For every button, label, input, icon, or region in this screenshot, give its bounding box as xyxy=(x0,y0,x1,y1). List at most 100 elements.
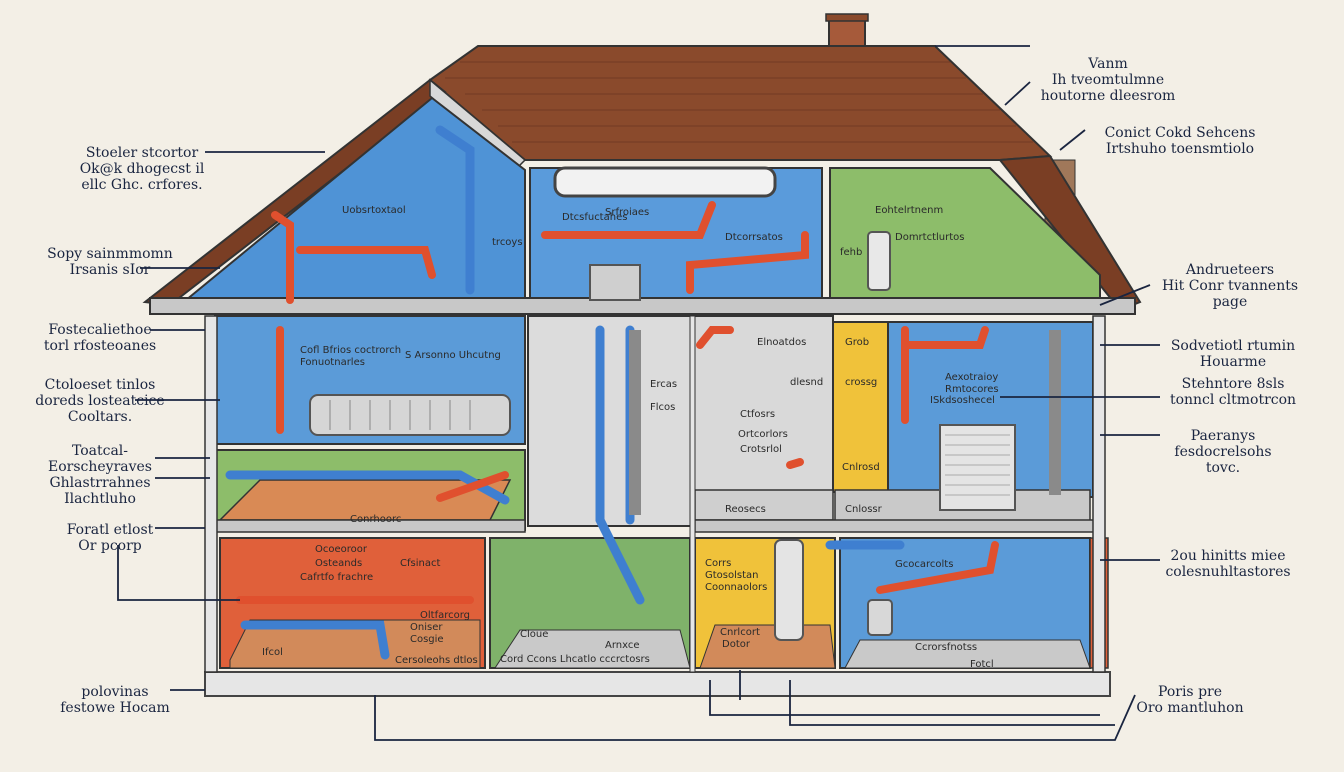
room-labels: Uobsrtoxtaol trcoys Dtcsfuctahes Srfroia… xyxy=(262,205,999,670)
callout-right-3: Andrueteers Hit Conr tvannents page xyxy=(1150,262,1310,310)
callout-left-2: Sopy sainmmomn Irsanis sIor xyxy=(35,246,185,278)
callout-text: Vanm xyxy=(1088,56,1128,72)
label-bs-core-b: Arnxce xyxy=(605,640,640,651)
label-f2-mid-d: Ortcorlors xyxy=(738,429,788,440)
callout-text: Paeranys xyxy=(1190,428,1256,444)
label-attic-right-small: fehb xyxy=(840,247,862,258)
callout-text: colesnuhltastores xyxy=(1165,564,1291,580)
label-bs-red-g: Cosgie xyxy=(410,634,444,645)
water-heater-basement xyxy=(774,539,804,641)
main-roof xyxy=(428,45,1053,161)
callout-text: Stehntore 8sls xyxy=(1181,376,1285,392)
callout-text: Houarme xyxy=(1199,354,1267,370)
floor2-center-room xyxy=(692,315,834,492)
label-f2-left-c: S Arsonno Uhcutng xyxy=(405,350,501,361)
label-attic-mid-sub: Srfroiaes xyxy=(605,207,649,218)
callout-text: Ctoloeset tinlos xyxy=(44,377,156,393)
label-bs-right-b: Ccrorsfnotss xyxy=(915,642,977,653)
label-bs-yellow-e: Dotor xyxy=(722,639,751,650)
label-attic-mid2: Dtcorrsatos xyxy=(725,232,783,243)
callout-right-1: Vanm Ih tveomtulmne houtorne dleesrom xyxy=(1028,56,1188,104)
label-f2-mid-c: Ctfosrs xyxy=(740,409,775,420)
label-f2-mid-e: Crotsrlol xyxy=(740,444,782,455)
callout-text: houtorne dleesrom xyxy=(1040,88,1176,104)
callout-right-7: 2ou hinitts miee colesnuhltastores xyxy=(1158,548,1298,580)
callout-right-8: Poris pre Oro mantluhon xyxy=(1135,684,1245,716)
callout-text: page xyxy=(1212,294,1248,310)
callout-text: Stoeler stcortor xyxy=(85,145,199,161)
label-bs-right-c: Fotcl xyxy=(970,659,994,670)
label-f1-yellow: Cnlossr xyxy=(845,504,883,515)
label-bs-red-f: Oniser xyxy=(410,622,443,633)
callout-text: Ih tveomtulmne xyxy=(1051,72,1165,88)
callout-text: Ghlastrrahnes xyxy=(49,475,151,491)
attic-right-room xyxy=(829,167,1101,306)
callout-right-4: Sodvetiotl rtumin Houarme xyxy=(1158,338,1308,370)
hot-water-pipes xyxy=(236,201,999,604)
callout-left-3: Fostecaliethoe torl rfosteoanes xyxy=(30,322,170,354)
callout-text: Foratl etlost xyxy=(66,522,154,538)
callout-left-7: polovinas festowe Hocam xyxy=(55,684,175,716)
label-bs-red-e: Oltfarcorg xyxy=(420,610,470,621)
callout-text: Fostecaliethoe xyxy=(48,322,152,338)
label-bs-core-c: Cord Ccons Lhcatlo cccrctosrs xyxy=(500,654,650,665)
callout-text: Irsanis sIor xyxy=(69,262,151,278)
callout-right-6: Paeranys fesdocrelsohs tovc. xyxy=(1158,428,1288,476)
callout-text: Ilachtluho xyxy=(64,491,136,507)
label-f2-right-a: Aexotraioy xyxy=(945,372,998,383)
label-attic-right: Eohtelrtnenm xyxy=(875,205,943,216)
callout-right-2: Conict Cokd Sehcens Irtshuho toensmtiolo xyxy=(1085,125,1275,157)
callout-text: Cooltars. xyxy=(67,409,133,425)
label-f2-right-b: Rmtocores xyxy=(945,384,999,395)
label-attic-left-small: trcoys xyxy=(492,237,523,248)
floor2-yellow-room xyxy=(832,321,889,493)
callout-text: fesdocrelsohs xyxy=(1174,444,1272,460)
label-f1-left: Conrhoorc xyxy=(350,514,401,525)
attic-air-handler xyxy=(553,166,777,198)
label-f2-right-c: ISkdsoshecel xyxy=(930,395,995,406)
label-bs-yellow-a: Corrs xyxy=(705,558,731,569)
label-f1-core: Reosecs xyxy=(725,504,766,515)
label-f2-left-a: Cofl Bfrios coctrorch xyxy=(300,345,401,356)
callout-left-6: Foratl etlost Or pcorp xyxy=(50,522,170,554)
water-heater-attic xyxy=(867,231,891,291)
label-f2-left-b: Fonuotnarles xyxy=(300,357,365,368)
pump-unit xyxy=(589,264,641,301)
cold-water-pipes xyxy=(225,125,905,660)
callout-text: tovc. xyxy=(1205,460,1241,476)
callout-text: tonncl cltmotrcon xyxy=(1169,392,1297,408)
ac-condenser xyxy=(939,424,1016,511)
callout-text: Sopy sainmmomn xyxy=(47,246,173,262)
callout-text: torl rfosteoanes xyxy=(43,338,157,354)
callout-left-1: Stoeler stcortor Ok@k dhogecst il ellc G… xyxy=(62,145,222,193)
label-bs-core-a: Cloue xyxy=(520,629,548,640)
callout-text: festowe Hocam xyxy=(60,700,170,716)
label-f2-mid-a: Elnoatdos xyxy=(757,337,806,348)
label-f2-yellow-c: Cnlrosd xyxy=(842,462,880,473)
callout-text: Andrueteers xyxy=(1185,262,1275,278)
label-bs-red-b: Osteands xyxy=(315,558,362,569)
label-attic-right2: Domrtctlurtos xyxy=(895,232,965,243)
callout-text: Poris pre xyxy=(1157,684,1223,700)
callout-text: doreds losteatcice xyxy=(35,393,165,409)
label-f2-mid-b: dlesnd xyxy=(790,377,823,388)
leader-lines xyxy=(117,45,1160,741)
label-f2-core-b: Flcos xyxy=(650,402,675,413)
label-attic-mid: Dtcsfuctahes xyxy=(562,212,627,223)
callout-text: Conict Cokd Sehcens xyxy=(1104,125,1256,141)
callout-right-5: Stehntore 8sls tonncl cltmotrcon xyxy=(1158,376,1308,408)
label-f2-yellow-a: Grob xyxy=(845,337,869,348)
callout-text: Oro mantluhon xyxy=(1136,700,1244,716)
label-bs-right-a: Gcocarcolts xyxy=(895,559,953,570)
label-attic-left: Uobsrtoxtaol xyxy=(342,205,406,216)
callout-left-5: Toatcal- Eorscheyraves Ghlastrrahnes Ila… xyxy=(30,443,170,507)
label-bs-yellow-c: Coonnaolors xyxy=(705,582,767,593)
callout-text: polovinas xyxy=(81,684,149,700)
label-bs-yellow-d: Cnrlcort xyxy=(720,627,760,638)
label-bs-red-d: Cfsinact xyxy=(400,558,440,569)
label-bs-red-c: Cafrtfo frachre xyxy=(300,572,373,583)
callout-text: Hit Conr tvannents xyxy=(1161,278,1299,294)
callout-text: Ok@k dhogecst il xyxy=(79,161,205,177)
